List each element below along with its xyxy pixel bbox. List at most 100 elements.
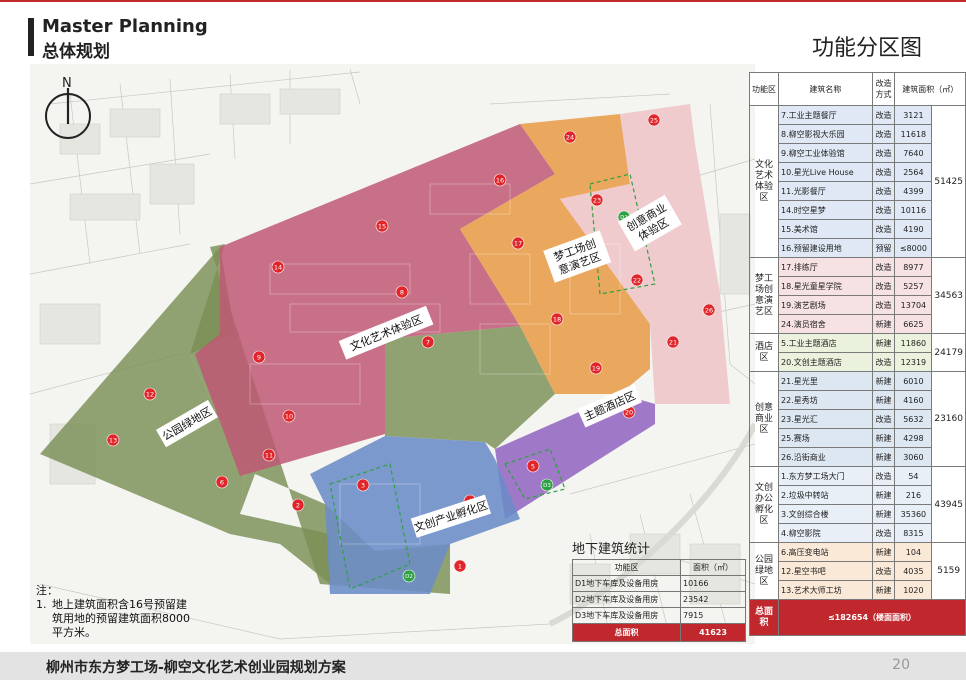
building-marker-10: 10	[282, 409, 296, 423]
cell-name: 23.星光汇	[778, 409, 873, 429]
cell-mode: 新建	[871, 390, 896, 410]
cell-mode: 改造	[871, 200, 896, 220]
cell-name: 21.星光里	[778, 371, 873, 391]
cell-area: 13704	[894, 295, 933, 315]
cell-area: 4399	[894, 181, 933, 201]
building-marker-9: 9	[252, 350, 266, 364]
svg-text:25: 25	[650, 116, 658, 124]
svg-text:2: 2	[296, 501, 300, 509]
cell-area: 12319	[894, 352, 933, 372]
cell-area: 8977	[894, 257, 933, 277]
cell-mode: 改造	[871, 257, 896, 277]
svg-text:1: 1	[458, 562, 462, 570]
top-rule	[0, 0, 966, 2]
zone-green-center	[385, 326, 555, 449]
cell-area: 216	[894, 485, 933, 505]
note-line: 地上建筑面积含16号预留建	[52, 598, 187, 611]
building-marker-21: 21	[666, 335, 680, 349]
cell-mode: 改造	[871, 124, 896, 144]
cell-name: 25.赛场	[778, 428, 873, 448]
zone-cell: 文化艺术体验区	[749, 105, 779, 258]
building-marker-16: 16	[493, 173, 507, 187]
svg-text:18: 18	[553, 315, 561, 323]
function-total-row: 总面积≤182654（楼面面积）	[749, 599, 966, 636]
cell-name: 10.星光Live House	[778, 162, 873, 182]
cell-mode: 改造	[871, 162, 896, 182]
building-marker-8: 8	[395, 285, 409, 299]
cell-name: 4.柳空影院	[778, 523, 873, 543]
ug-area: 7915	[680, 607, 746, 624]
svg-text:9: 9	[257, 353, 261, 361]
building-marker-22: 22	[630, 273, 644, 287]
cell-area: 8315	[894, 523, 933, 543]
ug-area: 10166	[680, 575, 746, 592]
note-number: 1.	[36, 598, 47, 611]
svg-text:21: 21	[669, 338, 677, 346]
header-title-en: Master Planning	[42, 16, 208, 37]
svg-text:8: 8	[400, 288, 404, 296]
page-number: 20	[892, 657, 910, 673]
cell-mode: 改造	[871, 105, 896, 125]
cell-mode: 改造	[871, 466, 896, 486]
svg-text:13: 13	[109, 436, 117, 444]
function-header-row: 功能区 建筑名称 改造方式 建筑面积（㎡）	[749, 72, 966, 106]
cell-area: 4160	[894, 390, 933, 410]
cell-name: 14.时空星梦	[778, 200, 873, 220]
header-title-cn: 总体规划	[42, 42, 110, 62]
cell-mode: 新建	[871, 580, 896, 600]
cell-area: 104	[894, 542, 933, 562]
cell-mode: 改造	[871, 181, 896, 201]
underground-table: 功能区 面积（㎡） D1地下车库及设备用房 10166 D2地下车库及设备用房 …	[572, 559, 746, 642]
zone-subtotal: 24179	[931, 333, 966, 372]
header-cell: 建筑面积（㎡）	[894, 72, 966, 106]
cell-name: 15.美术馆	[778, 219, 873, 239]
table-row: D3地下车库及设备用房 7915	[572, 607, 746, 624]
header-cell: 建筑名称	[778, 72, 873, 106]
underground-total-row: 总面积 41623	[572, 623, 746, 642]
notes: 注： 1. 地上建筑面积含16号预留建 筑用地的预留建筑面积8000 平方米。	[36, 584, 246, 640]
building-marker-19: 19	[589, 361, 603, 375]
zone-cell: 公园绿地区	[749, 542, 779, 600]
cell-name: 19.演艺剧场	[778, 295, 873, 315]
zone-cell: 创意商业区	[749, 371, 779, 467]
cell-name: 13.艺术大师工坊	[778, 580, 873, 600]
header-cell: 改造方式	[871, 72, 896, 106]
building-marker-17: 17	[511, 236, 525, 250]
building-marker-1: 1	[453, 559, 467, 573]
zone-cell: 文创办公孵化区	[749, 466, 779, 543]
cell-mode: 新建	[871, 333, 896, 353]
cell-name: 9.柳空工业体验馆	[778, 143, 873, 163]
zone-hotel	[495, 394, 655, 519]
header-accent-bar	[28, 18, 34, 56]
cell-area: 6010	[894, 371, 933, 391]
cell-mode: 新建	[871, 447, 896, 467]
building-marker-12: 12	[143, 387, 157, 401]
building-marker-24: 24	[563, 130, 577, 144]
ug-area: 23542	[680, 591, 746, 608]
footer-title: 柳州市东方梦工场-柳空文化艺术创业园规划方案	[46, 660, 346, 676]
cell-name: 5.工业主题酒店	[778, 333, 873, 353]
svg-text:D3: D3	[543, 483, 551, 489]
svg-text:15: 15	[378, 222, 386, 230]
garage-marker-d2: D2	[402, 569, 416, 583]
cell-name: 1.东方梦工场大门	[778, 466, 873, 486]
page-title: 功能分区图	[811, 36, 922, 61]
cell-name: 3.文创综合楼	[778, 504, 873, 524]
building-marker-7: 7	[421, 335, 435, 349]
